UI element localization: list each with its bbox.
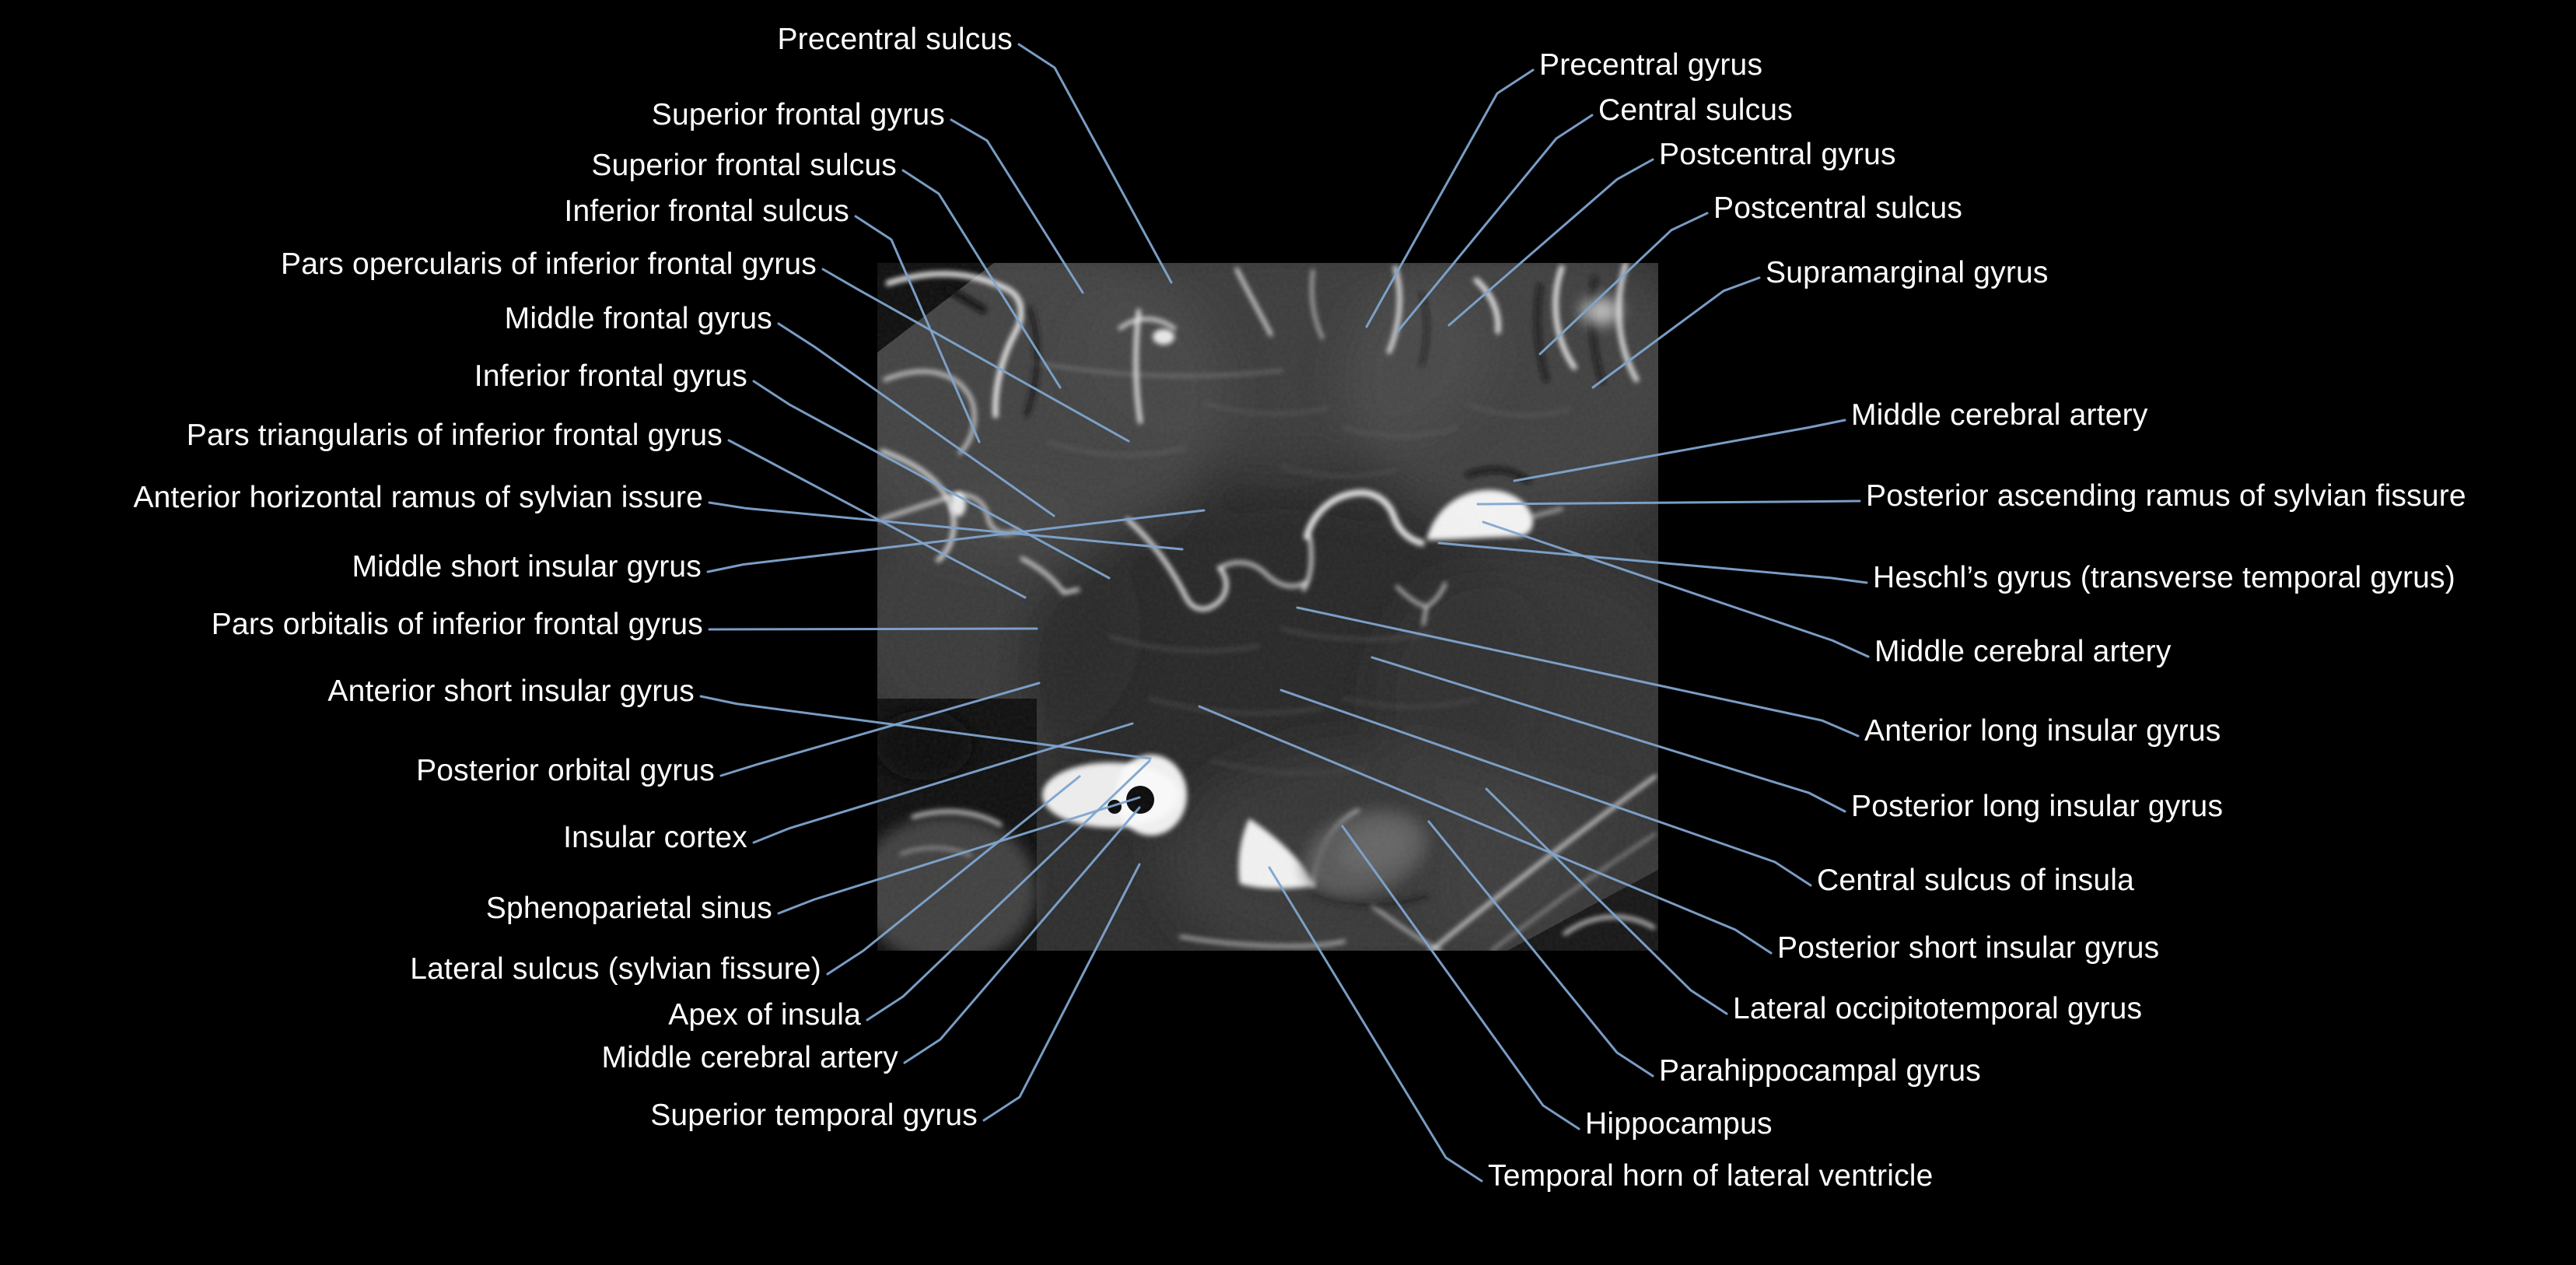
anatomy-label-temporal-horn: Temporal horn of lateral ventricle bbox=[1488, 1159, 1934, 1193]
anatomy-label-pars-orbitalis: Pars orbitalis of inferior frontal gyrus bbox=[211, 608, 703, 641]
anatomy-label-middle-cerebral-artery-r2: Middle cerebral artery bbox=[1874, 635, 2172, 668]
anatomy-label-pars-triangularis: Pars triangularis of inferior frontal gy… bbox=[186, 419, 723, 452]
anatomy-label-heschls-gyrus: Heschl’s gyrus (transverse temporal gyru… bbox=[1873, 561, 2455, 594]
anatomy-label-middle-cerebral-artery-bottom: Middle cerebral artery bbox=[601, 1041, 898, 1074]
anatomy-label-anterior-short-insular-gyrus: Anterior short insular gyrus bbox=[327, 675, 695, 708]
anatomy-label-anterior-long-insular-gyrus: Anterior long insular gyrus bbox=[1864, 714, 2221, 748]
anatomy-label-superior-temporal-gyrus: Superior temporal gyrus bbox=[650, 1099, 978, 1132]
anatomy-label-precentral-sulcus: Precentral sulcus bbox=[777, 23, 1013, 56]
anatomy-label-lateral-sulcus: Lateral sulcus (sylvian fissure) bbox=[410, 952, 821, 986]
anatomy-label-apex-of-insula: Apex of insula bbox=[668, 998, 861, 1032]
anatomy-label-inferior-frontal-gyrus: Inferior frontal gyrus bbox=[474, 359, 747, 393]
anatomy-label-posterior-ascending-ramus: Posterior ascending ramus of sylvian fis… bbox=[1866, 479, 2466, 513]
anatomy-label-lateral-occipitotemporal-gyrus: Lateral occipitotemporal gyrus bbox=[1733, 992, 2143, 1025]
anatomy-label-central-sulcus-of-insula: Central sulcus of insula bbox=[1817, 864, 2134, 897]
anatomy-label-parahippocampal-gyrus: Parahippocampal gyrus bbox=[1659, 1054, 1981, 1088]
anatomy-label-sphenoparietal-sinus: Sphenoparietal sinus bbox=[485, 892, 772, 925]
anatomy-label-posterior-long-insular-gyrus: Posterior long insular gyrus bbox=[1851, 790, 2224, 823]
anatomy-label-central-sulcus: Central sulcus bbox=[1598, 93, 1793, 127]
anatomy-label-postcentral-gyrus: Postcentral gyrus bbox=[1659, 138, 1896, 171]
anatomy-label-hippocampus: Hippocampus bbox=[1585, 1107, 1773, 1141]
anatomy-label-postcentral-sulcus: Postcentral sulcus bbox=[1713, 191, 1963, 225]
anatomy-label-middle-frontal-gyrus: Middle frontal gyrus bbox=[504, 302, 772, 335]
anatomy-label-inferior-frontal-sulcus: Inferior frontal sulcus bbox=[564, 194, 849, 228]
anatomy-label-supramarginal-gyrus: Supramarginal gyrus bbox=[1766, 256, 2049, 289]
anatomy-label-posterior-orbital-gyrus: Posterior orbital gyrus bbox=[416, 754, 715, 787]
anatomy-label-anterior-horizontal-ramus: Anterior horizontal ramus of sylvian iss… bbox=[133, 481, 703, 514]
anatomy-label-superior-frontal-sulcus: Superior frontal sulcus bbox=[591, 149, 897, 182]
anatomy-label-pars-opercularis: Pars opercularis of inferior frontal gyr… bbox=[280, 247, 817, 281]
anatomy-label-middle-short-insular-gyrus: Middle short insular gyrus bbox=[352, 550, 702, 583]
anatomy-label-superior-frontal-gyrus: Superior frontal gyrus bbox=[651, 98, 945, 131]
anatomy-label-precentral-gyrus: Precentral gyrus bbox=[1539, 48, 1763, 82]
anatomy-label-posterior-short-insular-gyrus: Posterior short insular gyrus bbox=[1777, 931, 2160, 965]
anatomy-label-middle-cerebral-artery-r1: Middle cerebral artery bbox=[1851, 398, 2148, 432]
anatomy-label-insular-cortex: Insular cortex bbox=[563, 821, 747, 854]
